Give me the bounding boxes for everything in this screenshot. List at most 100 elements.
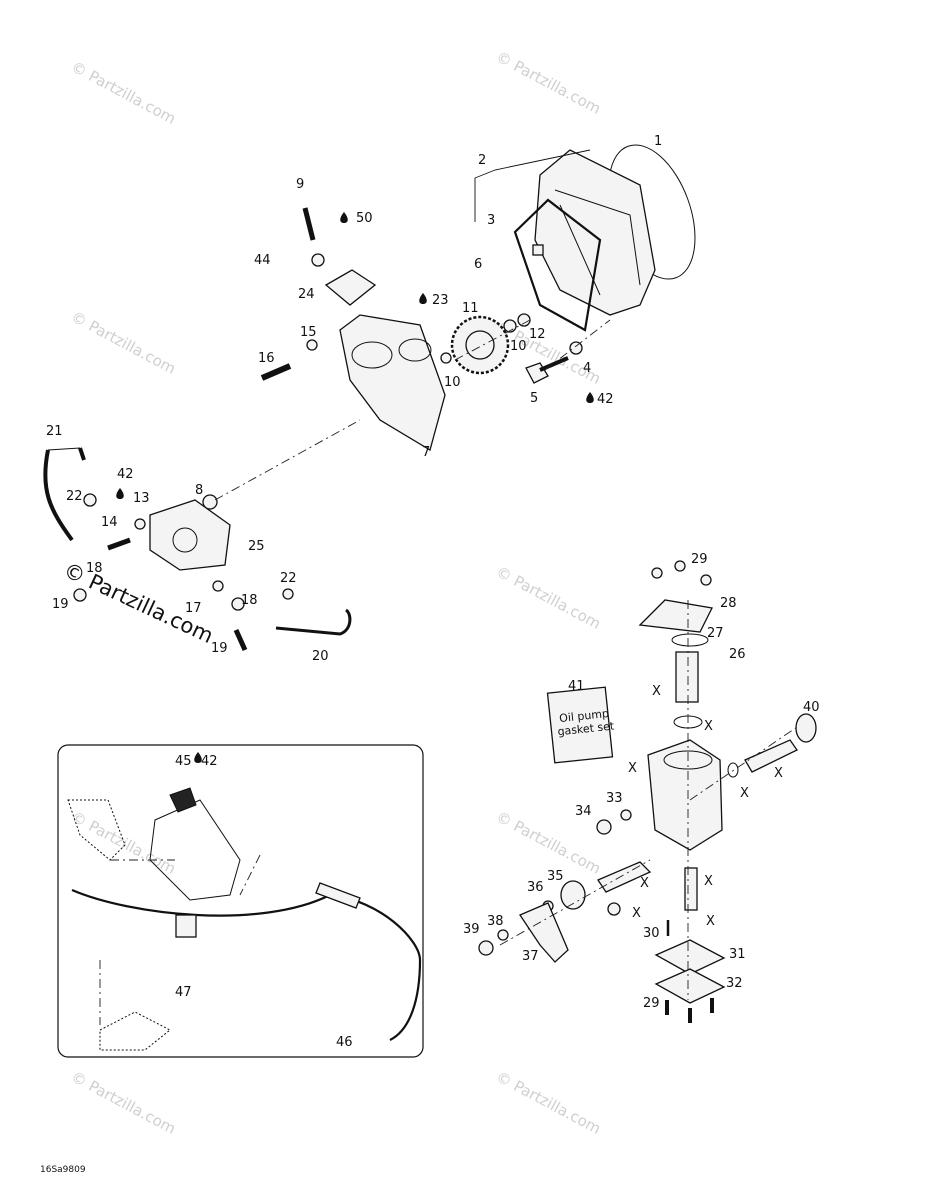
valve-40-stem bbox=[744, 739, 798, 773]
screw-19a bbox=[73, 588, 87, 602]
pump-body bbox=[647, 739, 723, 851]
part-callout-3: 3 bbox=[487, 213, 495, 228]
part-callout-19: 19 bbox=[211, 641, 228, 656]
part-callout-18: 18 bbox=[241, 593, 258, 608]
plunger-26 bbox=[675, 651, 699, 703]
part-callout-11: 11 bbox=[462, 301, 479, 316]
gasket-6 bbox=[513, 198, 602, 332]
washer-44 bbox=[311, 253, 325, 267]
part-callout-22: 22 bbox=[280, 571, 297, 586]
part-callout-19: 19 bbox=[52, 597, 69, 612]
part-callout-41: 41 bbox=[568, 679, 585, 694]
part-callout-44: 44 bbox=[254, 253, 271, 268]
inset-axis bbox=[99, 854, 261, 1025]
washer-4 bbox=[569, 341, 583, 355]
part-callout-23: 23 bbox=[432, 293, 449, 308]
gasket-kit-41 bbox=[546, 686, 614, 764]
part-callout-29: 29 bbox=[643, 996, 660, 1011]
gear-11-hub bbox=[465, 330, 495, 360]
part-callout-30: 30 bbox=[643, 926, 660, 941]
o-ring-40 bbox=[727, 762, 739, 778]
clamp-22a bbox=[83, 493, 97, 507]
lever-37 bbox=[519, 902, 569, 963]
part-callout-24: 24 bbox=[298, 287, 315, 302]
part-callout-21: 21 bbox=[46, 424, 63, 439]
valve-40-cap bbox=[795, 713, 817, 743]
replace-mark: X bbox=[774, 766, 783, 781]
watermark: © Partzilla.com bbox=[493, 48, 604, 118]
watermark: © Partzilla.com bbox=[68, 58, 179, 128]
pin-3 bbox=[532, 244, 544, 256]
part-callout-4: 4 bbox=[583, 361, 591, 376]
plate-32 bbox=[654, 968, 726, 1004]
part-callout-17: 17 bbox=[185, 601, 202, 616]
pump-body-top bbox=[663, 750, 713, 770]
replace-mark: X bbox=[632, 906, 641, 921]
hose-20 bbox=[275, 608, 352, 636]
oil-pump-assembly bbox=[43, 447, 352, 652]
housing-7 bbox=[339, 314, 446, 451]
part-callout-35: 35 bbox=[547, 869, 564, 884]
part-callout-32: 32 bbox=[726, 976, 743, 991]
part-callout-38: 38 bbox=[487, 914, 504, 929]
part-callout-42: 42 bbox=[597, 392, 614, 407]
cable-adjuster bbox=[315, 882, 361, 909]
part-callout-9: 9 bbox=[296, 177, 304, 192]
washer-17 bbox=[212, 580, 224, 592]
o-ring-x bbox=[607, 902, 621, 916]
replace-mark: X bbox=[706, 914, 715, 929]
part-callout-14: 14 bbox=[101, 515, 118, 530]
part-callout-36: 36 bbox=[527, 880, 544, 895]
part-callout-6: 6 bbox=[474, 257, 482, 272]
part-callout-18: 18 bbox=[86, 561, 103, 576]
spring-35 bbox=[560, 880, 586, 910]
screw-29b bbox=[674, 560, 686, 572]
nut-12 bbox=[517, 313, 531, 327]
plug-34 bbox=[596, 819, 612, 835]
part-callout-7: 7 bbox=[422, 445, 430, 460]
callout-layer: 1234567891010111213141516171818191920212… bbox=[46, 134, 820, 1050]
pump-25 bbox=[149, 499, 231, 571]
replace-mark: X bbox=[640, 876, 649, 891]
carb-outline bbox=[67, 799, 126, 861]
bracket-outline bbox=[149, 799, 241, 901]
bracket-2 bbox=[474, 149, 591, 195]
cover-28 bbox=[638, 599, 713, 633]
part-callout-1: 1 bbox=[654, 134, 662, 149]
kit-card-line1: Oil pump bbox=[559, 707, 610, 725]
part-callout-50: 50 bbox=[356, 211, 373, 226]
washer-38 bbox=[497, 929, 509, 941]
replace-mark: X bbox=[628, 761, 637, 776]
part-callout-10: 10 bbox=[510, 339, 527, 354]
part-callout-45: 45 bbox=[175, 754, 192, 769]
part-callout-2: 2 bbox=[478, 153, 486, 168]
replace-mark: X bbox=[704, 719, 713, 734]
screw-16 bbox=[260, 363, 292, 381]
bolt-5-shank bbox=[539, 356, 569, 372]
part-callout-25: 25 bbox=[248, 539, 265, 554]
kit-card-line2: gasket set bbox=[557, 719, 616, 738]
washer-33 bbox=[620, 809, 632, 821]
shaft bbox=[597, 861, 652, 893]
part-callout-37: 37 bbox=[522, 949, 539, 964]
watermark: © Partzilla.com bbox=[68, 1068, 179, 1138]
housing-7-bore2 bbox=[398, 338, 432, 362]
pump-axis bbox=[499, 600, 801, 1000]
part-callout-42: 42 bbox=[117, 467, 134, 482]
nut-45 bbox=[169, 787, 197, 813]
watermark: © Partzilla.com bbox=[68, 308, 179, 378]
part-callout-28: 28 bbox=[720, 596, 737, 611]
part-callout-20: 20 bbox=[312, 649, 329, 664]
part-callout-40: 40 bbox=[803, 700, 820, 715]
watermark: © Partzilla.com bbox=[493, 563, 604, 633]
cable-46 bbox=[71, 888, 422, 1041]
part-callout-13: 13 bbox=[133, 491, 150, 506]
oil-drop-icon bbox=[419, 293, 427, 304]
gasket-31 bbox=[654, 939, 726, 975]
pump-exploded-view: Oil pump gasket set bbox=[478, 560, 817, 1023]
gasket-24 bbox=[324, 269, 377, 306]
nut-39 bbox=[478, 940, 494, 956]
oil-drop-icon bbox=[586, 392, 594, 403]
part-callout-22: 22 bbox=[66, 489, 83, 504]
